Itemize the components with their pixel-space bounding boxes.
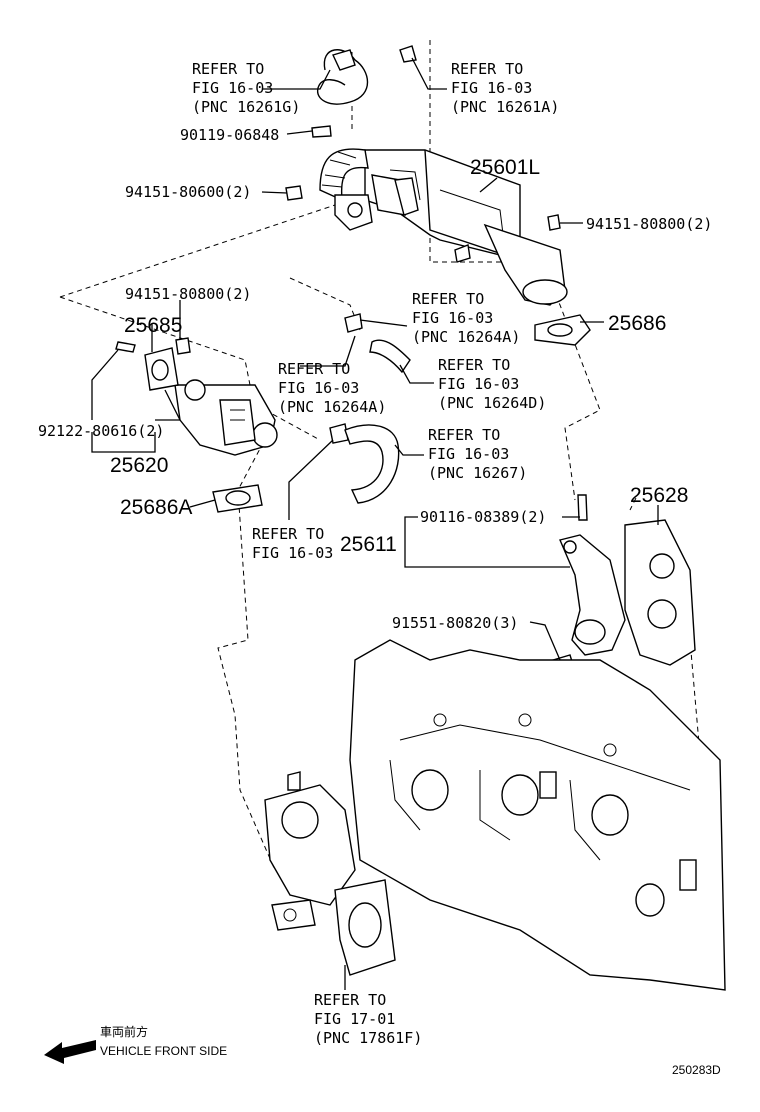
svg-text:REFER TO: REFER TO <box>438 356 510 374</box>
svg-text:FIG 16-03: FIG 16-03 <box>438 375 519 393</box>
callout-refer-16264a-lower: REFER TO FIG 16-03 (PNC 16264A) <box>278 360 386 416</box>
callout-94151-80600: 94151-80600(2) <box>125 183 251 201</box>
svg-text:(PNC 16267): (PNC 16267) <box>428 464 527 482</box>
svg-text:(PNC 16264D): (PNC 16264D) <box>438 394 546 412</box>
callout-refer-17861f: REFER TO FIG 17-01 (PNC 17861F) <box>314 991 422 1047</box>
direction-japanese-label: 車両前方 <box>100 1024 148 1039</box>
svg-text:REFER TO: REFER TO <box>451 60 523 78</box>
svg-text:(PNC 17861F): (PNC 17861F) <box>314 1029 422 1047</box>
direction-english-label: VEHICLE FRONT SIDE <box>100 1044 227 1058</box>
svg-text:FIG 16-03: FIG 16-03 <box>252 544 333 562</box>
part-number-25685: 25685 <box>124 314 182 337</box>
callout-refer-16261a: REFER TO FIG 16-03 (PNC 16261A) <box>451 60 559 116</box>
figure-code: 250283D <box>672 1063 721 1077</box>
gasket-25685 <box>115 337 191 391</box>
gasket-25628 <box>624 519 696 666</box>
part-number-25620: 25620 <box>110 454 168 477</box>
callout-92122-80616: 92122-80616(2) <box>38 422 164 440</box>
callout-refer-16261g: REFER TO FIG 16-03 (PNC 16261G) <box>192 60 300 116</box>
gasket-25686a <box>212 484 263 513</box>
svg-text:REFER TO: REFER TO <box>314 991 386 1009</box>
callout-90116-08389: 90116-08389(2) <box>420 508 546 526</box>
svg-text:(PNC 16264A): (PNC 16264A) <box>412 328 520 346</box>
svg-text:(PNC 16261G): (PNC 16261G) <box>192 98 300 116</box>
water-hose-middle <box>329 313 411 504</box>
svg-text:FIG 16-03: FIG 16-03 <box>412 309 493 327</box>
part-number-25628: 25628 <box>630 484 688 507</box>
arrow-left-icon <box>44 1040 96 1064</box>
callout-refer-fig16-03: REFER TO FIG 16-03 <box>252 525 333 562</box>
leader-lines <box>91 57 659 990</box>
svg-text:REFER TO: REFER TO <box>428 426 500 444</box>
svg-text:(PNC 16261A): (PNC 16261A) <box>451 98 559 116</box>
fasteners-cooler <box>285 125 561 231</box>
callout-94151-80800-left: 94151-80800(2) <box>125 285 251 303</box>
svg-text:FIG 17-01: FIG 17-01 <box>314 1010 395 1028</box>
cylinder-head <box>349 639 726 991</box>
part-number-25601l: 25601L <box>470 156 540 179</box>
egr-cooler-25601l <box>319 148 568 306</box>
svg-text:FIG 16-03: FIG 16-03 <box>192 79 273 97</box>
svg-text:REFER TO: REFER TO <box>278 360 350 378</box>
svg-text:REFER TO: REFER TO <box>192 60 264 78</box>
vehicle-front-direction: 車両前方 VEHICLE FRONT SIDE <box>44 1024 227 1064</box>
gasket-25686 <box>534 314 591 346</box>
callout-94151-80800-right: 94151-80800(2) <box>586 215 712 233</box>
svg-text:REFER TO: REFER TO <box>412 290 484 308</box>
svg-text:REFER TO: REFER TO <box>252 525 324 543</box>
bracket-25611 <box>552 494 626 673</box>
svg-text:FIG 16-03: FIG 16-03 <box>428 445 509 463</box>
part-number-25611: 25611 <box>340 533 397 556</box>
egr-valve-25620 <box>174 379 278 456</box>
callout-refer-16264a-upper: REFER TO FIG 16-03 (PNC 16264A) <box>412 290 520 346</box>
part-number-25686: 25686 <box>608 312 666 335</box>
svg-text:(PNC 16264A): (PNC 16264A) <box>278 398 386 416</box>
svg-text:FIG 16-03: FIG 16-03 <box>451 79 532 97</box>
callout-91551-80820: 91551-80820(3) <box>392 614 518 632</box>
svg-text:FIG 16-03: FIG 16-03 <box>278 379 359 397</box>
part-number-25686a: 25686A <box>120 496 192 519</box>
callout-refer-16264d: REFER TO FIG 16-03 (PNC 16264D) <box>438 356 546 412</box>
callout-refer-16267: REFER TO FIG 16-03 (PNC 16267) <box>428 426 527 482</box>
callout-90119-06848: 90119-06848 <box>180 126 279 144</box>
egr-pipe-lower <box>264 771 396 976</box>
water-hose-top <box>316 45 417 105</box>
